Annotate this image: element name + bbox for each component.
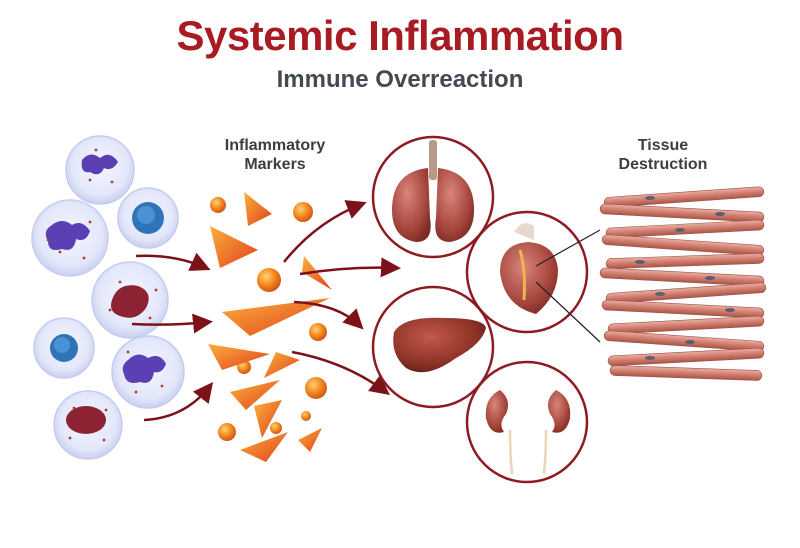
- neutrophil-cell: [31, 199, 109, 277]
- organ-lungs: [371, 135, 495, 259]
- marker-shards: [208, 192, 332, 462]
- arrow: [143, 382, 214, 422]
- arrow: [299, 257, 401, 278]
- arrow: [283, 200, 367, 263]
- cell-granules: [46, 148, 164, 442]
- arrow: [135, 252, 211, 271]
- immune-cells: [31, 135, 185, 460]
- lymphocyte-cell: [117, 187, 179, 249]
- markers-label-line2: Markers: [244, 156, 306, 173]
- arrow: [291, 350, 391, 395]
- organ-kidneys: [465, 360, 589, 484]
- cell-to-marker-arrows: [131, 252, 214, 422]
- inflammatory-markers-label: Inflammatory Markers: [190, 136, 360, 174]
- diagram-title: Systemic Inflammation: [176, 12, 624, 59]
- marker-balls: [210, 197, 327, 441]
- pointer-line: [535, 229, 601, 267]
- pointer-line: [535, 281, 601, 343]
- marker-to-organ-arrows: [283, 200, 401, 395]
- heart-to-tissue-lines: [535, 229, 601, 343]
- tissue-label-line1: Tissue: [637, 137, 689, 154]
- arrow: [131, 313, 213, 334]
- organ-liver: [371, 285, 495, 409]
- neutrophil-cell: [65, 135, 135, 205]
- arrow: [293, 300, 364, 330]
- tissue-label-line2: Destruction: [618, 156, 708, 173]
- inflammatory-markers: [208, 192, 332, 462]
- lymphocyte-cell: [33, 317, 95, 379]
- muscle-tissue: [599, 186, 767, 381]
- tissue-destruction-label: Tissue Destruction: [588, 136, 738, 174]
- organ-heart: [465, 210, 589, 334]
- neutrophil-cell: [111, 335, 185, 409]
- monocyte-cell: [53, 390, 123, 460]
- monocyte-cell: [91, 261, 169, 339]
- diagram-subtitle: Immune Overreaction: [276, 66, 524, 93]
- markers-label-line1: Inflammatory: [224, 137, 326, 154]
